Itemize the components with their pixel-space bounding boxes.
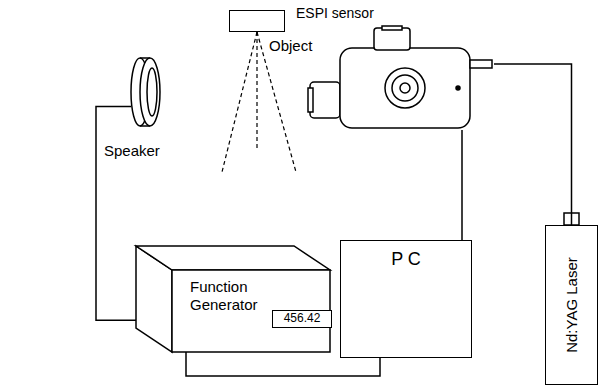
pc-box: P C xyxy=(340,240,472,358)
top-face xyxy=(136,246,330,270)
object-plate: Object xyxy=(229,10,285,32)
speaker-cone xyxy=(147,68,157,116)
espi-sensor: ESPI sensor xyxy=(308,26,494,130)
mode-line xyxy=(256,32,257,148)
view-ring xyxy=(392,75,418,101)
mode-line xyxy=(222,32,257,172)
laser-box: Nd:YAG Laser xyxy=(545,225,598,385)
node-label: Speaker xyxy=(104,142,160,160)
node-label: 456.42 xyxy=(273,311,331,326)
speaker: Speaker xyxy=(131,56,162,128)
mount-knob xyxy=(382,26,402,30)
speaker-front xyxy=(140,58,160,126)
speaker-symbol xyxy=(131,58,160,126)
frequency-display: 456.42 xyxy=(272,310,332,328)
camera-mount xyxy=(374,28,410,50)
cable xyxy=(96,106,136,320)
node-label: Function Generator xyxy=(190,278,290,314)
node-label: Object xyxy=(269,37,312,55)
espi-camera xyxy=(308,26,492,128)
view-ring xyxy=(385,68,425,108)
function-generator: Function Generator456.42 xyxy=(136,246,330,352)
indicator-dot xyxy=(456,86,460,90)
cable xyxy=(494,64,572,225)
node-label: Nd:YAG Laser xyxy=(563,257,581,353)
node-label: ESPI sensor xyxy=(296,5,374,22)
node-label: P C xyxy=(341,241,471,271)
view-ring xyxy=(400,83,410,93)
lens-cap xyxy=(308,88,313,112)
front-face xyxy=(172,270,330,352)
camera-body xyxy=(340,48,470,128)
fiber-port xyxy=(470,60,492,68)
lens-barrel xyxy=(310,82,340,118)
